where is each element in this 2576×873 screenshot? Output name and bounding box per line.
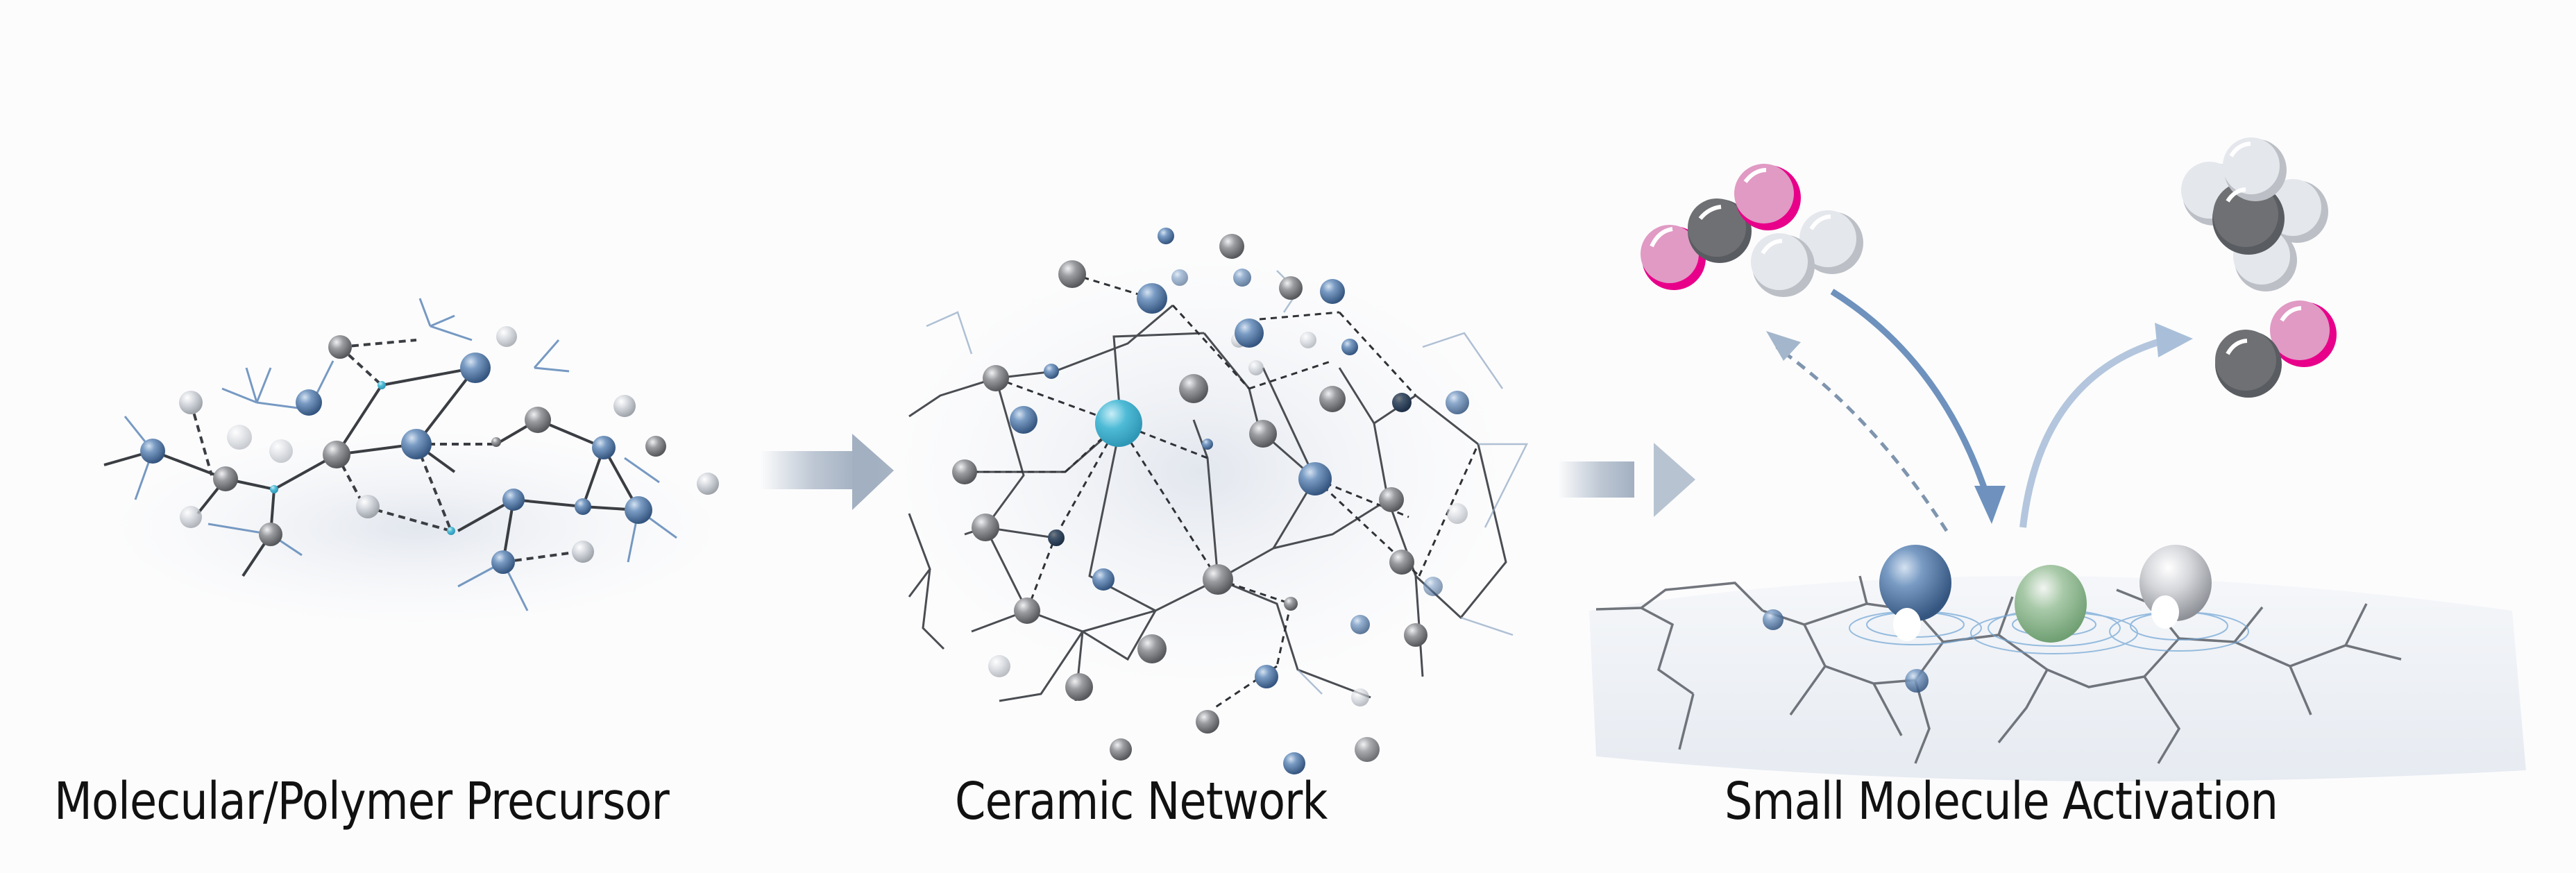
surface-atom <box>1905 669 1929 693</box>
stage-label-ceramic: Ceramic Network <box>955 772 1328 831</box>
active-site-blue <box>1879 545 1951 641</box>
desorption-arrow-dashed <box>1766 331 1949 532</box>
product-release-arrow <box>2019 323 2193 528</box>
stage-label-activation: Small Molecule Activation <box>1725 772 2278 831</box>
product-co <box>2215 300 2337 398</box>
active-site-silver <box>2139 545 2212 629</box>
transition-arrow-2 <box>1558 443 1695 517</box>
precursor-molecule <box>90 298 743 632</box>
adsorption-arrow <box>1830 289 2006 524</box>
surface-atom <box>1763 609 1783 630</box>
active-site-green <box>2015 565 2087 643</box>
reactant-h2 <box>1751 210 1863 297</box>
stage-label-precursor: Molecular/Polymer Precursor <box>54 772 670 831</box>
activation-scene <box>1589 137 2526 781</box>
ceramic-network <box>874 228 1529 774</box>
reactant-co2 <box>1641 164 1801 290</box>
transition-arrow-1 <box>760 434 894 510</box>
product-ch4 <box>2181 137 2328 291</box>
